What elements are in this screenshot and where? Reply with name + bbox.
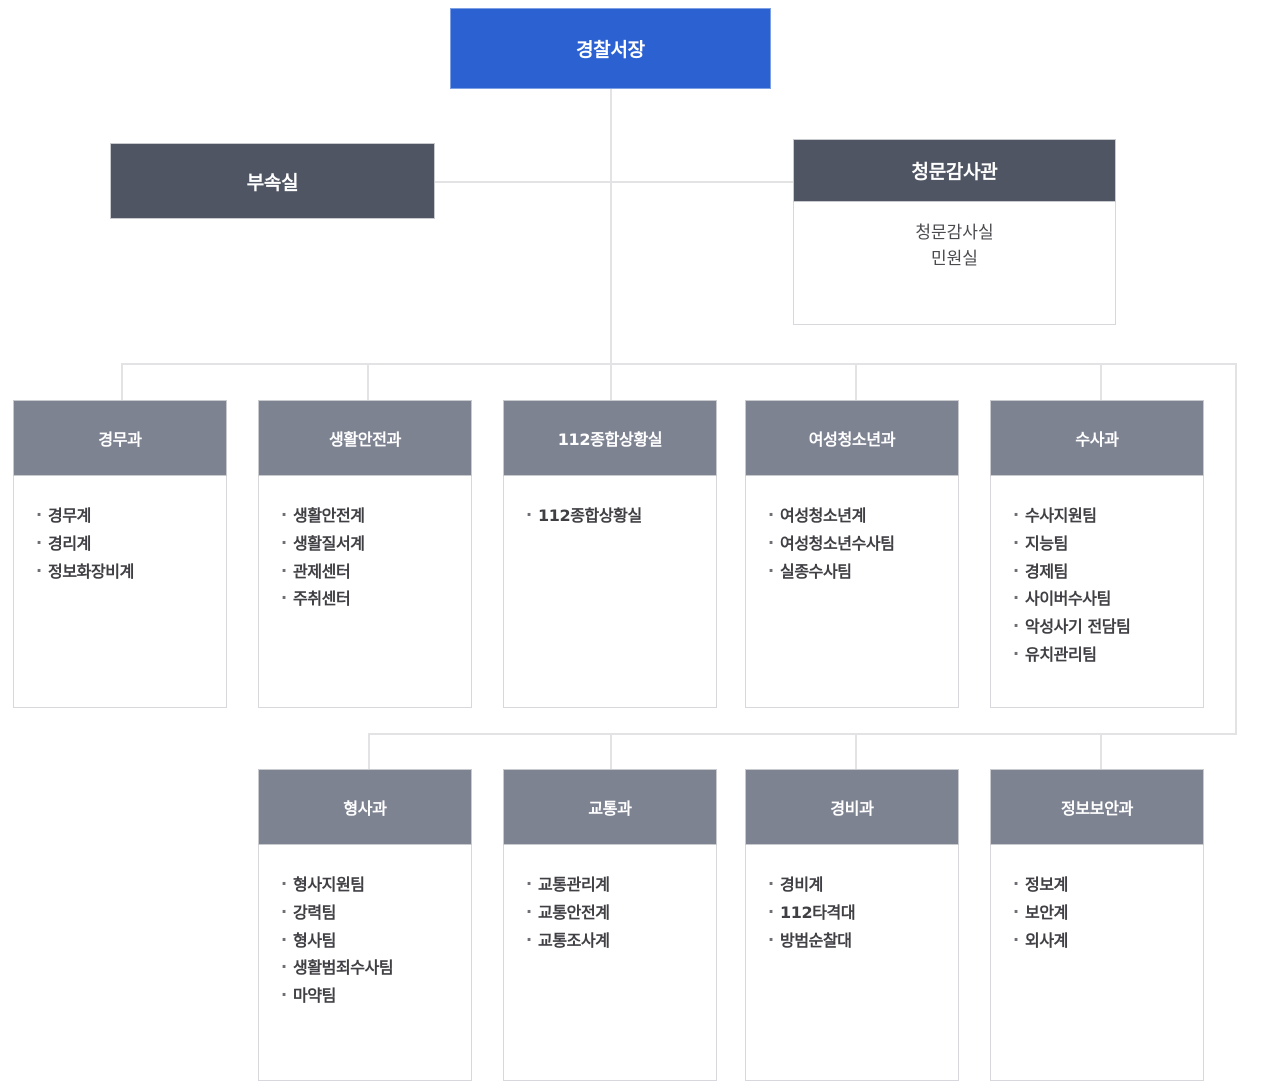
node-dept-women-juvenile-body: 여성청소년계 여성청소년수사팀 실종수사팀 (745, 476, 959, 708)
connector-drop-dept-8 (855, 733, 857, 769)
connector-drop-dept-4 (855, 363, 857, 401)
dept-item-list: 형사지원팀 강력팀 형사팀 생활범죄수사팀 마약팀 (281, 870, 471, 1010)
node-audit-officer[interactable]: 청문감사관 청문감사실 민원실 (793, 139, 1116, 325)
node-dept-women-juvenile-label: 여성청소년과 (745, 400, 959, 476)
connector-drop-dept-2 (367, 363, 369, 401)
connector-drop-dept-1 (121, 363, 123, 401)
list-item: 교통관리계 (526, 870, 716, 899)
list-item: 경제팀 (1013, 557, 1203, 586)
node-dept-security-guard-body: 경비계 112타격대 방범순찰대 (745, 845, 959, 1081)
node-dept-security-guard-label: 경비과 (745, 769, 959, 845)
node-dept-public-safety-body: 생활안전계 생활질서계 관제센터 주취센터 (258, 476, 472, 708)
list-item: 생활질서계 (281, 529, 471, 558)
list-item: 경리계 (36, 529, 226, 558)
node-dept-public-safety[interactable]: 생활안전과 생활안전계 생활질서계 관제센터 주취센터 (258, 400, 472, 708)
dept-item-list: 정보계 보안계 외사계 (1013, 870, 1203, 955)
node-dept-traffic-label: 교통과 (503, 769, 717, 845)
node-dept-general-affairs[interactable]: 경무과 경무계 경리계 정보화장비계 (13, 400, 227, 708)
node-dept-112-situation-room-label: 112종합상황실 (503, 400, 717, 476)
list-item: 교통조사계 (526, 926, 716, 955)
node-dept-criminal[interactable]: 형사과 형사지원팀 강력팀 형사팀 생활범죄수사팀 마약팀 (258, 769, 472, 1081)
list-item: 악성사기 전담팀 (1013, 612, 1203, 641)
list-item: 교통안전계 (526, 898, 716, 927)
node-dept-112-situation-room-body: 112종합상황실 (503, 476, 717, 708)
node-dept-investigation-body: 수사지원팀 지능팀 경제팀 사이버수사팀 악성사기 전담팀 유치관리팀 (990, 476, 1204, 708)
list-item: 주취센터 (281, 584, 471, 613)
dept-item-list: 경무계 경리계 정보화장비계 (36, 501, 226, 586)
dept-item-list: 수사지원팀 지능팀 경제팀 사이버수사팀 악성사기 전담팀 유치관리팀 (1013, 501, 1203, 669)
node-dept-112-situation-room[interactable]: 112종합상황실 112종합상황실 (503, 400, 717, 708)
node-attached-office[interactable]: 부속실 (110, 143, 435, 219)
list-item: 보안계 (1013, 898, 1203, 927)
list-item: 마약팀 (281, 981, 471, 1010)
list-item: 방범순찰대 (768, 926, 958, 955)
node-police-chief[interactable]: 경찰서장 (450, 8, 771, 89)
list-item: 지능팀 (1013, 529, 1203, 558)
connector-right-riser (1235, 363, 1237, 735)
dept-item-list: 교통관리계 교통안전계 교통조사계 (526, 870, 716, 955)
node-dept-general-affairs-label: 경무과 (13, 400, 227, 476)
node-audit-officer-body: 청문감사실 민원실 (793, 202, 1116, 325)
list-item: 경비계 (768, 870, 958, 899)
node-dept-public-safety-label: 생활안전과 (258, 400, 472, 476)
node-dept-traffic-body: 교통관리계 교통안전계 교통조사계 (503, 845, 717, 1081)
connector-drop-dept-3 (610, 363, 612, 401)
list-item: 정보화장비계 (36, 557, 226, 586)
list-item: 112종합상황실 (526, 501, 716, 530)
connector-drop-dept-5 (1100, 363, 1102, 401)
list-item: 형사팀 (281, 926, 471, 955)
list-item: 강력팀 (281, 898, 471, 927)
list-item: 경무계 (36, 501, 226, 530)
audit-sub-item: 민원실 (931, 249, 978, 270)
list-item: 실종수사팀 (768, 557, 958, 586)
list-item: 유치관리팀 (1013, 640, 1203, 669)
list-item: 정보계 (1013, 870, 1203, 899)
dept-item-list: 여성청소년계 여성청소년수사팀 실종수사팀 (768, 501, 958, 586)
connector-drop-dept-6 (368, 733, 370, 769)
node-dept-criminal-body: 형사지원팀 강력팀 형사팀 생활범죄수사팀 마약팀 (258, 845, 472, 1081)
connector-root-trunk (610, 89, 612, 364)
node-audit-officer-label: 청문감사관 (793, 139, 1116, 202)
dept-item-list: 경비계 112타격대 방범순찰대 (768, 870, 958, 955)
node-dept-intelligence-security[interactable]: 정보보안과 정보계 보안계 외사계 (990, 769, 1204, 1081)
node-dept-traffic[interactable]: 교통과 교통관리계 교통안전계 교통조사계 (503, 769, 717, 1081)
node-police-chief-label: 경찰서장 (450, 8, 771, 89)
node-dept-intelligence-security-body: 정보계 보안계 외사계 (990, 845, 1204, 1081)
list-item: 수사지원팀 (1013, 501, 1203, 530)
audit-sub-item: 청문감사실 (915, 223, 994, 243)
list-item: 생활안전계 (281, 501, 471, 530)
node-dept-women-juvenile[interactable]: 여성청소년과 여성청소년계 여성청소년수사팀 실종수사팀 (745, 400, 959, 708)
list-item: 생활범죄수사팀 (281, 953, 471, 982)
connector-drop-dept-9 (1100, 733, 1102, 769)
node-dept-investigation-label: 수사과 (990, 400, 1204, 476)
node-attached-office-label: 부속실 (110, 143, 435, 219)
list-item: 여성청소년계 (768, 501, 958, 530)
node-dept-investigation[interactable]: 수사과 수사지원팀 지능팀 경제팀 사이버수사팀 악성사기 전담팀 유치관리팀 (990, 400, 1204, 708)
list-item: 여성청소년수사팀 (768, 529, 958, 558)
list-item: 외사계 (1013, 926, 1203, 955)
list-item: 형사지원팀 (281, 870, 471, 899)
dept-item-list: 생활안전계 생활질서계 관제센터 주취센터 (281, 501, 471, 613)
dept-item-list: 112종합상황실 (526, 501, 716, 530)
connector-drop-dept-7 (610, 733, 612, 769)
connector-bus-row2 (368, 733, 1237, 735)
node-dept-criminal-label: 형사과 (258, 769, 472, 845)
list-item: 관제센터 (281, 557, 471, 586)
list-item: 112타격대 (768, 898, 958, 927)
list-item: 사이버수사팀 (1013, 584, 1203, 613)
connector-bus-row1 (121, 363, 1237, 365)
node-dept-security-guard[interactable]: 경비과 경비계 112타격대 방범순찰대 (745, 769, 959, 1081)
node-dept-general-affairs-body: 경무계 경리계 정보화장비계 (13, 476, 227, 708)
node-dept-intelligence-security-label: 정보보안과 (990, 769, 1204, 845)
connector-staff-horizontal (435, 181, 793, 183)
